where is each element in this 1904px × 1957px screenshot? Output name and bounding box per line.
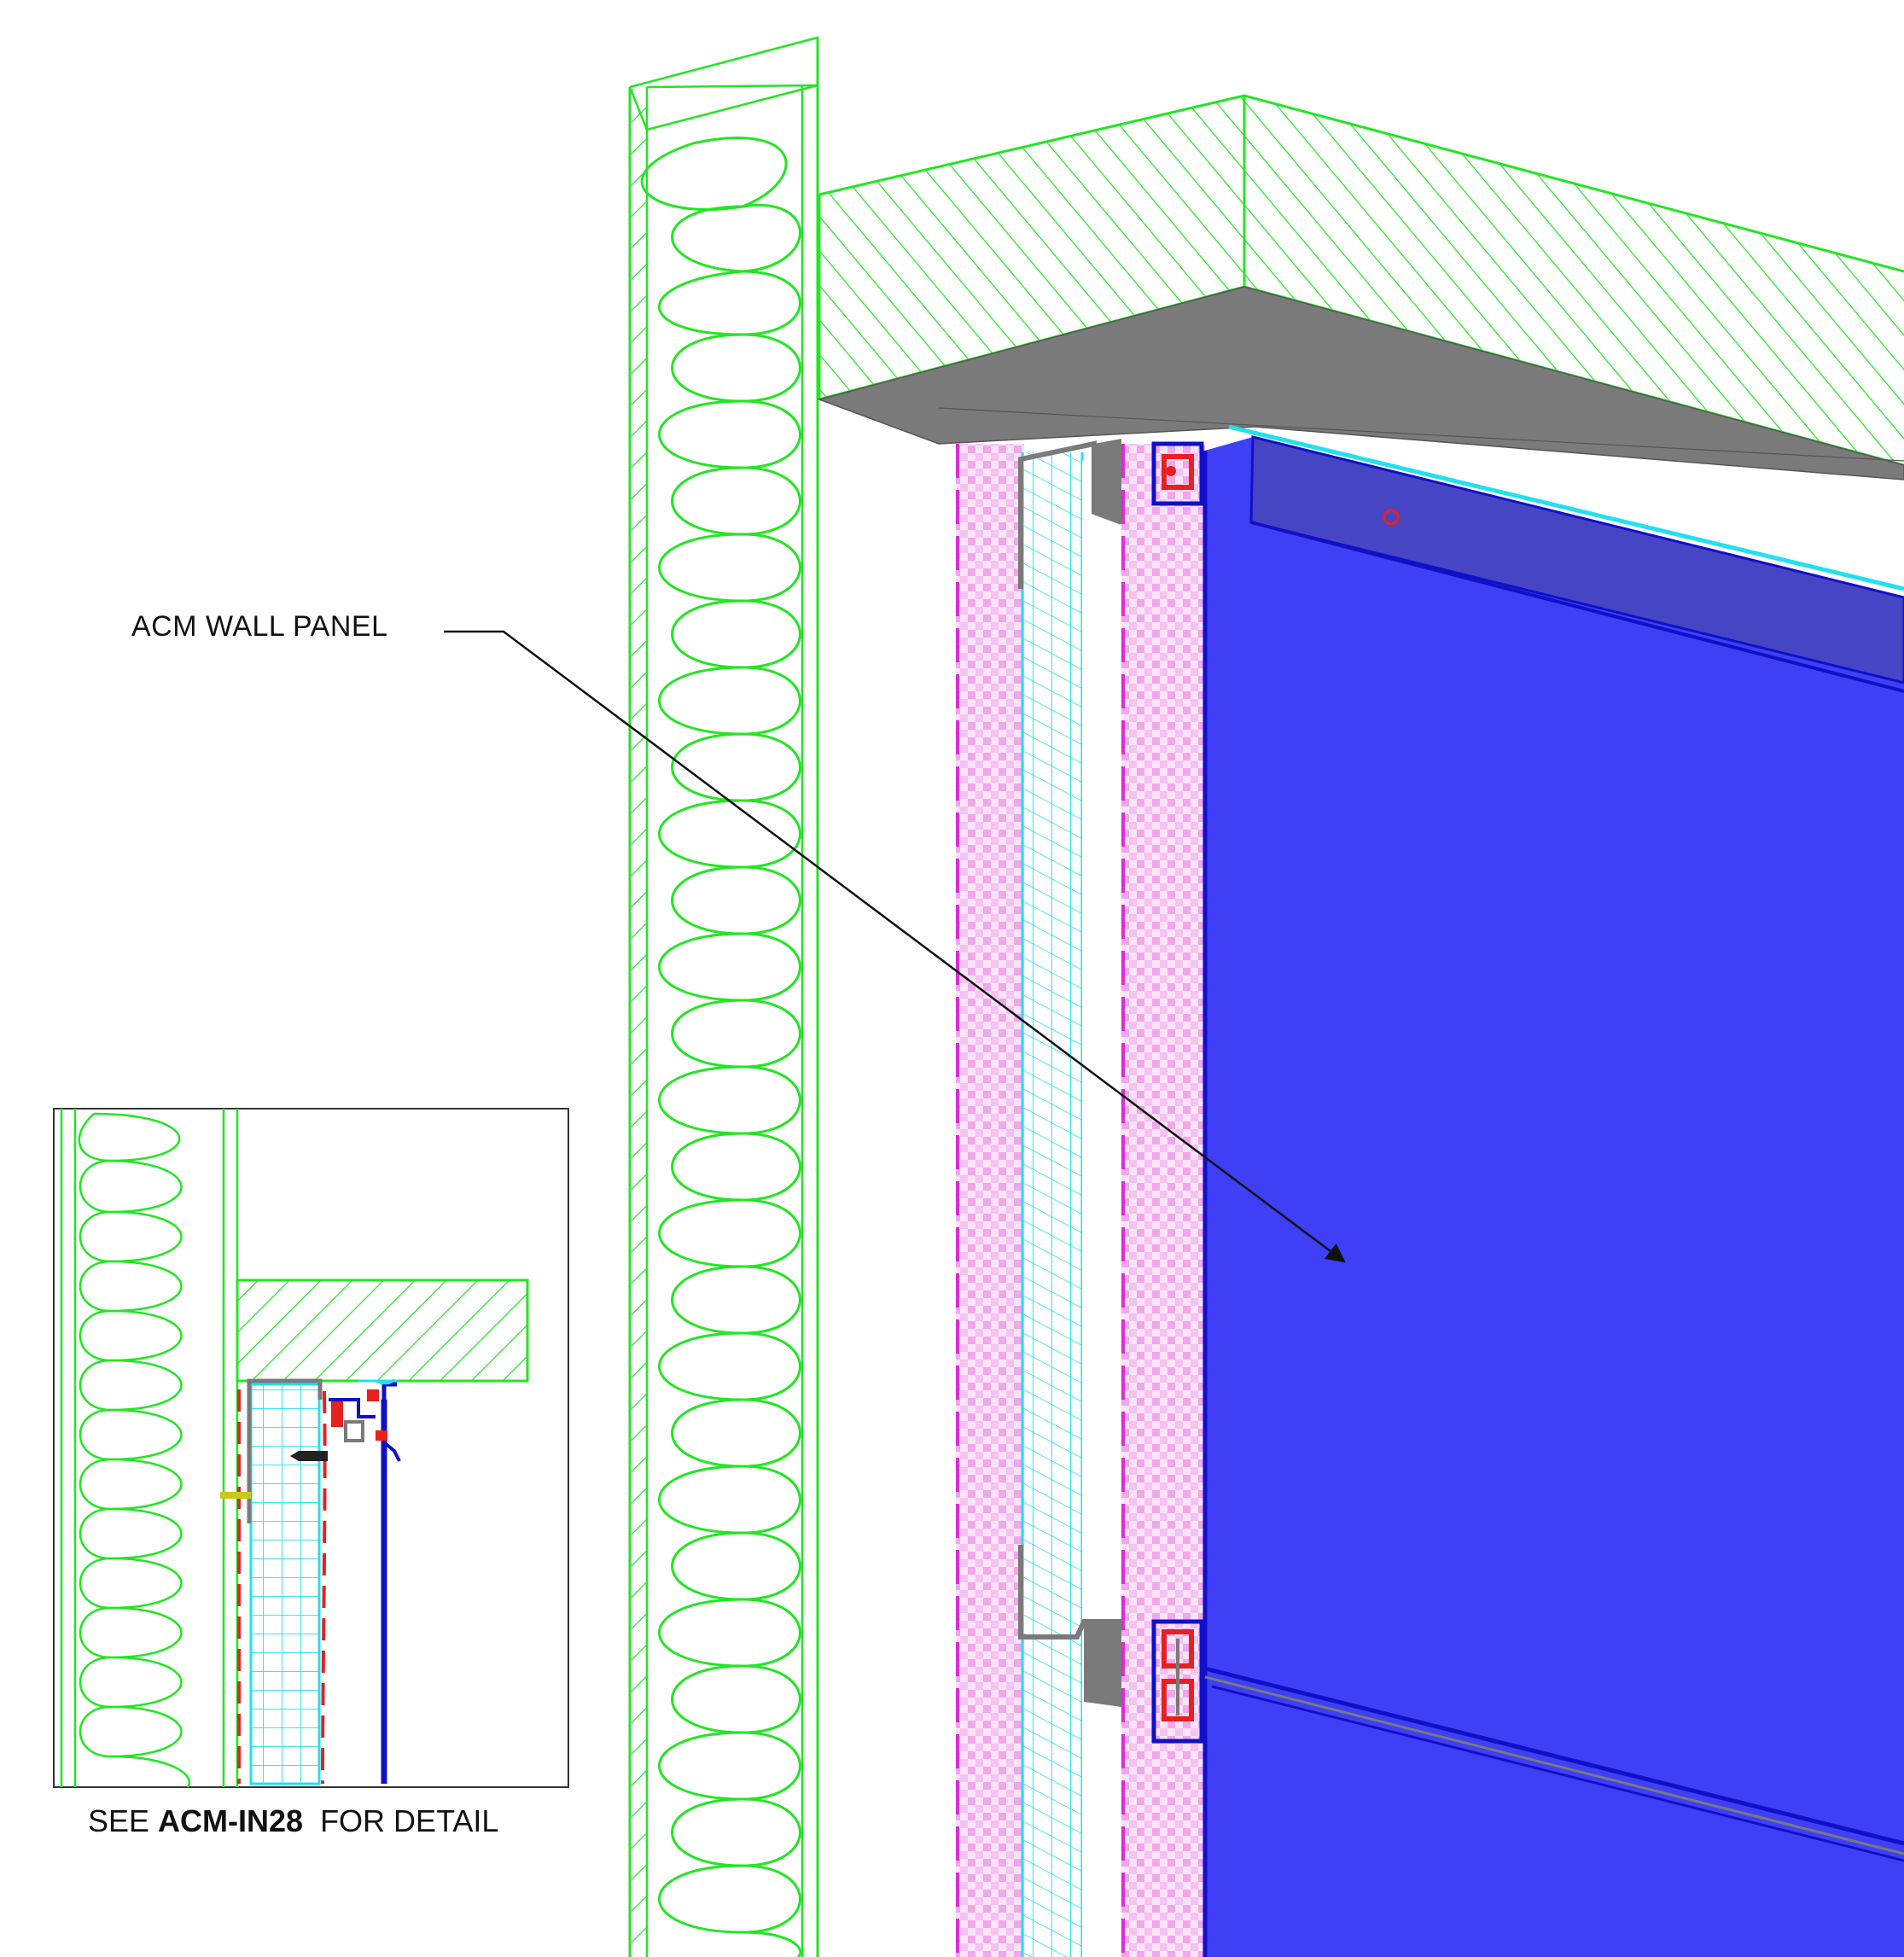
- roof-slab: [817, 94, 1904, 481]
- panel-clip-bottom: [1151, 1619, 1204, 1744]
- detail-note-suffix: FOR DETAIL: [303, 1803, 499, 1838]
- panel-clip-top: [1151, 441, 1204, 506]
- detail-inset: [53, 1108, 569, 1788]
- main-isometric-view: [444, 36, 1904, 1957]
- callout-leader-line: [444, 630, 1346, 1263]
- z-girt-bottom: [1018, 1545, 1121, 1707]
- stud-wall-insulation: [628, 36, 819, 1957]
- detail-reference-note: SEE ACM-IN28 FOR DETAIL: [88, 1803, 498, 1839]
- z-girt-top: [1018, 439, 1123, 589]
- detail-note-prefix: SEE: [88, 1803, 159, 1838]
- acm-wall-panel-label: ACM WALL PANEL: [131, 610, 388, 643]
- exterior-insulation-layers: [956, 444, 1205, 1957]
- detail-reference-link[interactable]: ACM-IN28: [158, 1803, 304, 1838]
- acm-wall-panel: [1202, 424, 1904, 1957]
